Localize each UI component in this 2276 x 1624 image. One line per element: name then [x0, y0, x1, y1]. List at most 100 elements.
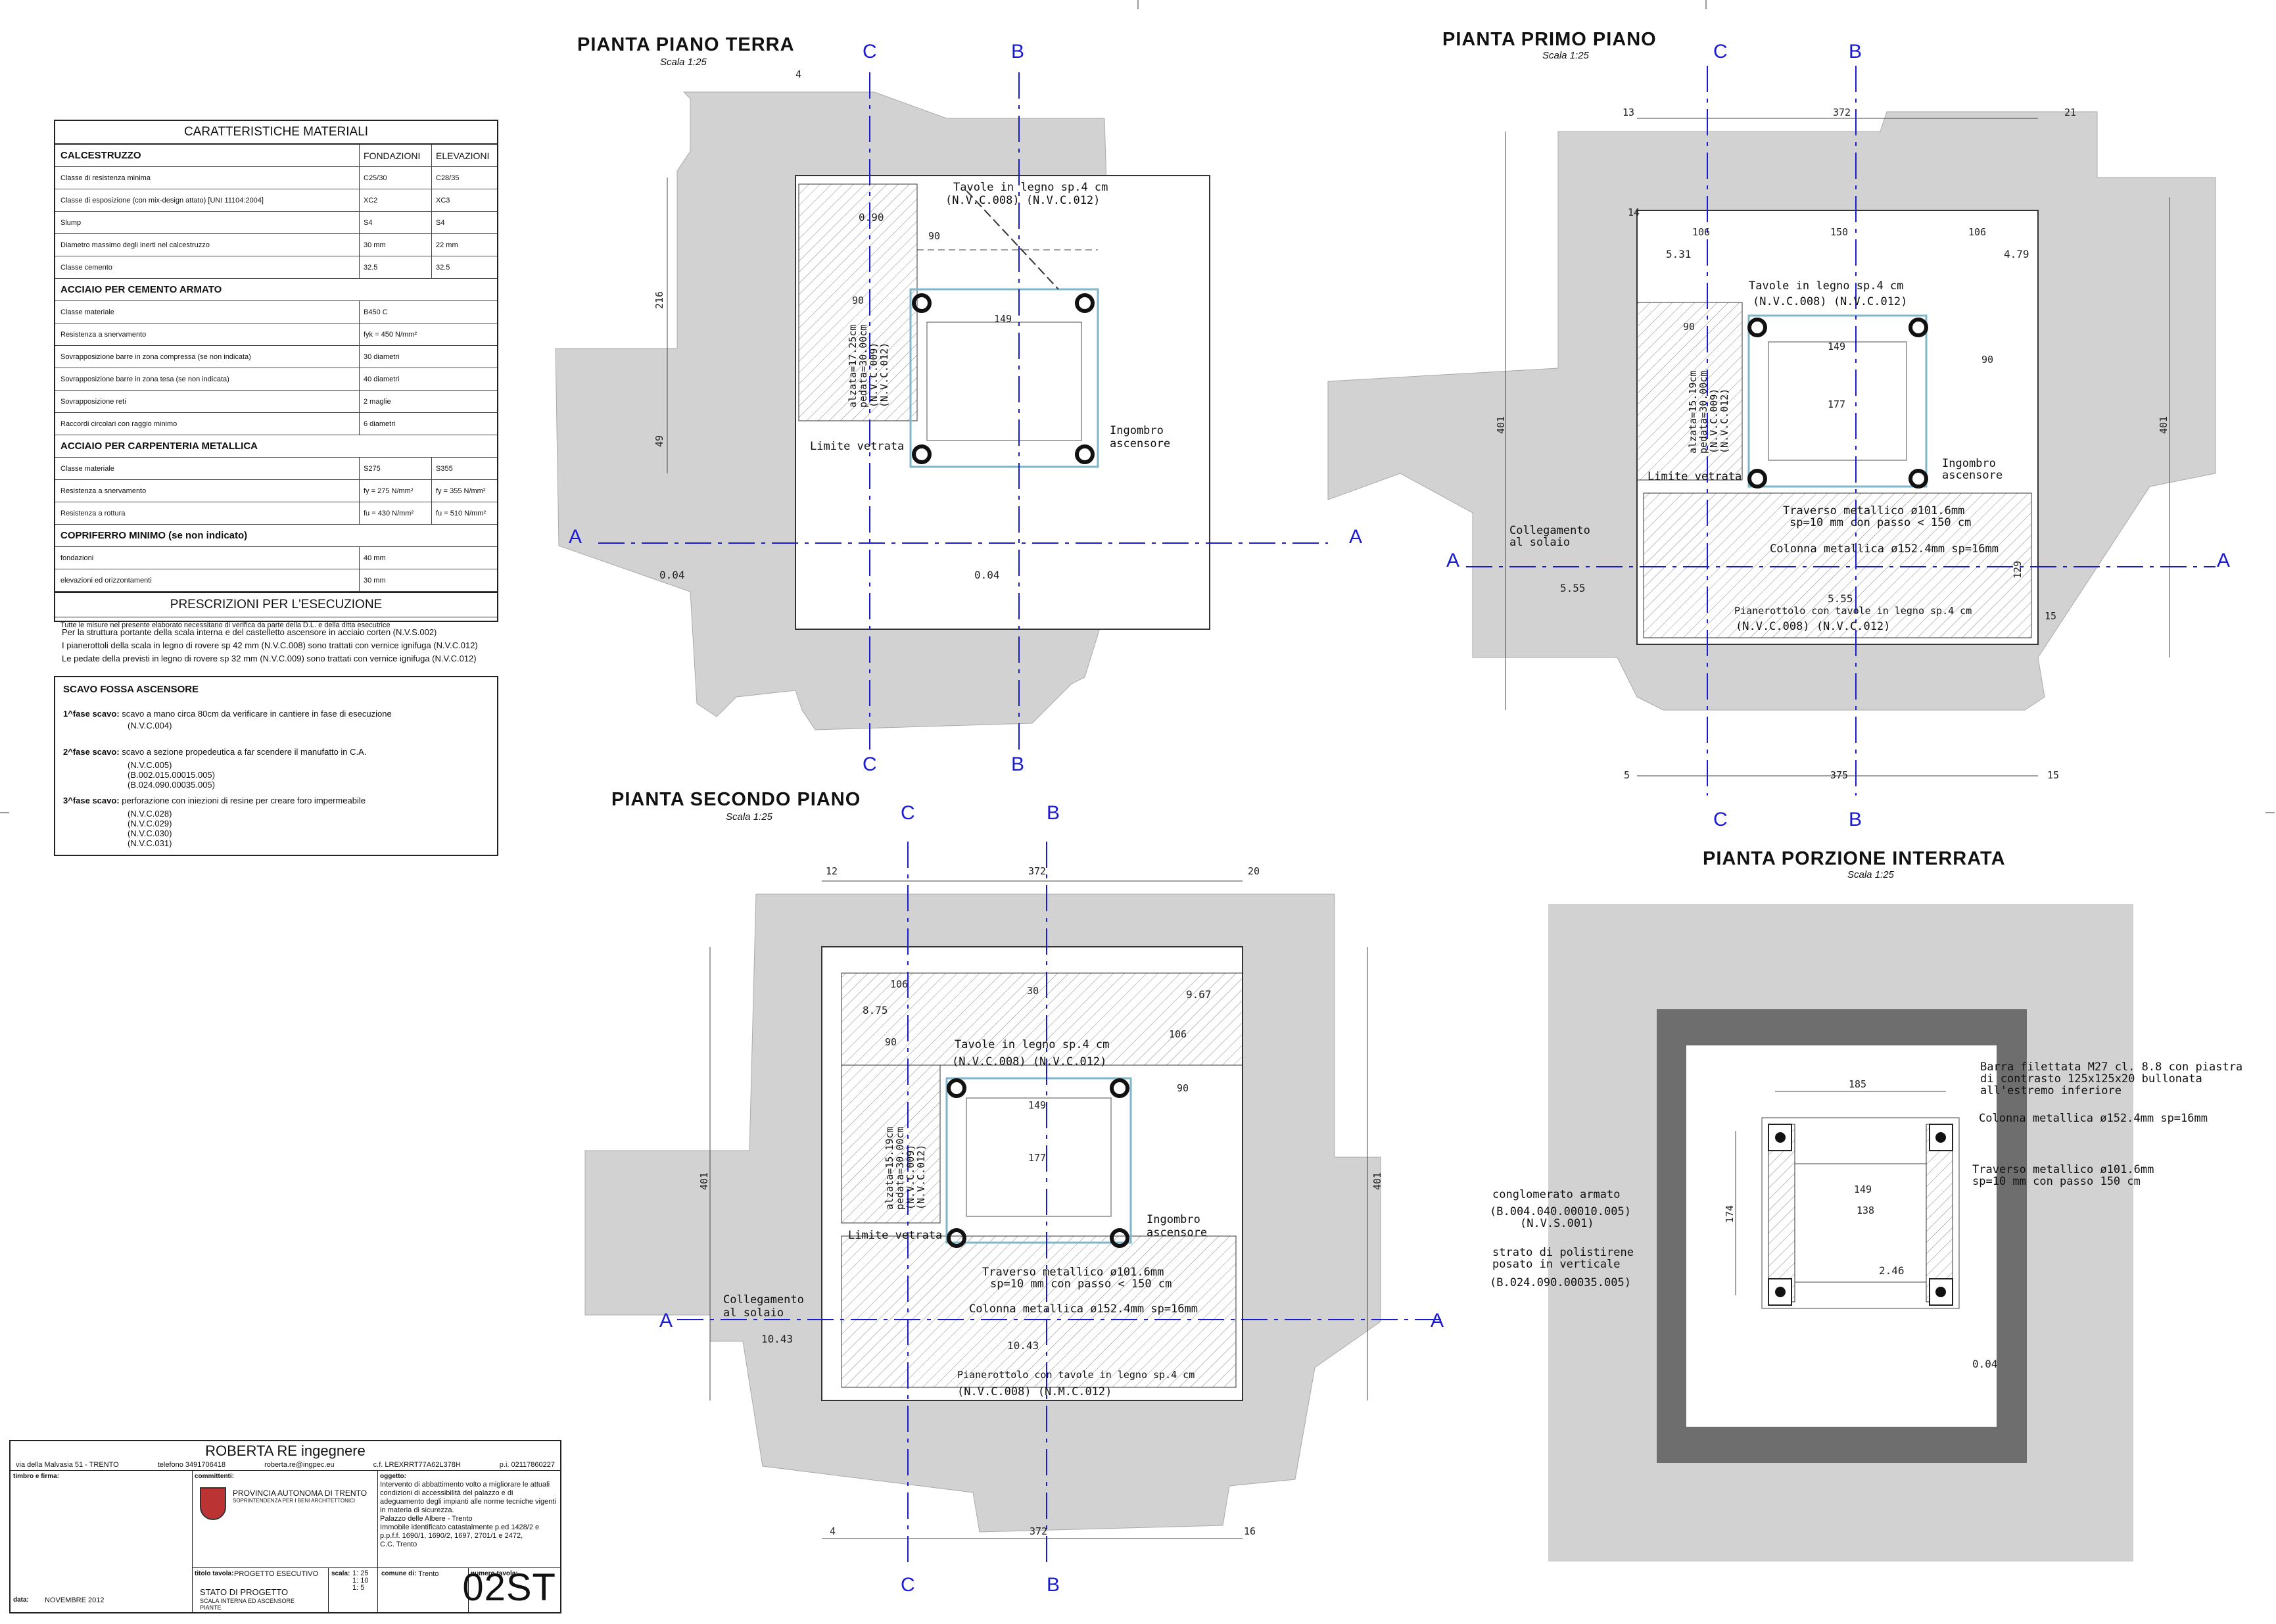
materials-cell: Raccordi circolari con raggio minimo: [60, 419, 178, 428]
prescr-row: Tutte le misure nel presente elaborato n…: [60, 621, 391, 629]
scavo-phase-3: 3^fase scavo: perforazione con iniezioni…: [63, 796, 366, 805]
stair-primo: [1636, 302, 1743, 481]
designer-contacts: via della Malvasia 51 - TRENTO telefono …: [16, 1461, 555, 1469]
materials-cell: Sovrapposizione barre in zona tesa (se n…: [60, 375, 229, 383]
project-description-line: condizioni di accessibilità del palazzo …: [380, 1489, 513, 1497]
column-icon: [947, 1228, 966, 1248]
label-ingombro-primo: Ingombro: [1942, 457, 1996, 470]
scavo-refs-3: (N.V.C.028) (N.V.C.029) (N.V.C.030) (N.V…: [128, 809, 172, 848]
dim-label: 174: [1724, 1205, 1736, 1223]
dim-label: 21: [2064, 107, 2076, 118]
dim-label: 106: [1692, 226, 1710, 238]
materials-cell: Classe materiale: [60, 464, 114, 473]
materials-title: CARATTERISTICHE MATERIALI: [55, 121, 497, 145]
dim-label: 401: [2158, 416, 2169, 434]
materials-cell: Sovrapposizione reti: [60, 397, 126, 406]
label-ingombro-terra: Ingombro: [1110, 424, 1164, 437]
label-tavole-primo: Tavole in legno sp.4 cm: [1749, 279, 1903, 293]
dim-label: 4: [795, 68, 801, 80]
section-mark-c: C: [863, 41, 877, 62]
dim-label: 372: [1030, 1525, 1047, 1537]
scavo-title: SCAVO FOSSA ASCENSORE: [63, 684, 199, 695]
plan-title-interrata: PIANTA PORZIONE INTERRATA: [1703, 848, 2006, 869]
column-icon: [1909, 318, 1928, 337]
dim-label: 16: [1244, 1525, 1256, 1537]
materials-row: Diametro massimo degli inerti nel calces…: [55, 234, 497, 256]
label-pedata-terra: pedata=30.00cm: [857, 325, 869, 408]
label-colonna-secondo: Colonna metallica ø152.4mm sp=16mm: [969, 1302, 1198, 1316]
dim-label: 90: [852, 295, 864, 306]
materials-cell: S4: [359, 212, 431, 233]
materials-row: Sovrapposizione barre in zona compressa …: [55, 346, 497, 368]
label-conglomerato: conglomerato armato: [1492, 1188, 1620, 1201]
column-icon: [912, 444, 932, 464]
column-icon: [1935, 1132, 1946, 1143]
label-barra1: Barra filettata M27 cl. 8.8 con piastra: [1980, 1061, 2242, 1074]
materials-cell: Sovrapposizione barre in zona compressa …: [60, 352, 251, 361]
materials-cell: Classe di esposizione (con mix-design at…: [60, 196, 264, 204]
column-icon: [1909, 469, 1928, 489]
label-alzata-terra: alzata=17.25cm: [847, 325, 859, 408]
materials-cell: elevazioni ed orizzontamenti: [60, 576, 152, 585]
label-solaio-secondo: al solaio: [723, 1306, 784, 1320]
label-nvc012-terra: (N.V.C.012): [878, 343, 890, 408]
plan-scale-primo: Scala 1:25: [1542, 50, 1589, 61]
materials-cell: Resistenza a rottura: [60, 509, 126, 517]
prescr-header: PRESCRIZIONI PER L'ESECUZIONE: [55, 592, 497, 617]
project-description-line: C.C. Trento: [380, 1540, 417, 1548]
level-marker: 5.55: [1828, 592, 1853, 605]
label-nvc-secondo: (N.V.C.008) (N.V.C.012): [952, 1055, 1106, 1068]
column-icon: [912, 293, 932, 313]
label-limite-terra: Limite vetrata: [810, 440, 904, 453]
label-nvc012-primo: (N.V.C.012): [1719, 389, 1730, 454]
stair-secondo-left: [841, 1064, 941, 1224]
dim-label: 138: [1857, 1205, 1874, 1216]
label-traverso2-secondo: sp=10 mm con passo < 150 cm: [990, 1278, 1172, 1291]
note-line: I pianerottoli della scala in legno di r…: [62, 640, 478, 650]
materials-cell: 40 mm: [359, 547, 497, 569]
materials-cell: S4: [431, 212, 497, 233]
column-icon: [1110, 1078, 1129, 1098]
dim-label: 15: [2045, 610, 2056, 622]
plan-interrata: [1548, 904, 2133, 1562]
label-pianerottolo-secondo: Pianerottolo con tavole in legno sp.4 cm: [957, 1369, 1195, 1381]
project-description-line: adeguamento degli impianti alle norme te…: [380, 1498, 556, 1506]
level-marker: 8.75: [863, 1004, 888, 1016]
materials-cell: C28/35: [431, 167, 497, 189]
materials-cell: Classe di resistenza minima: [60, 174, 151, 182]
level-marker: 4.79: [2004, 248, 2029, 260]
note-line: Per la struttura portante della scala in…: [62, 627, 437, 637]
materials-row: Sovrapposizione barre in zona tesa (se n…: [55, 368, 497, 391]
carp-header: ACCIAIO PER CARPENTERIA METALLICA: [55, 435, 497, 458]
dim-label: 177: [1028, 1152, 1046, 1164]
dim-label: 401: [1371, 1172, 1383, 1190]
materials-cell: fu = 430 N/mm²: [359, 502, 431, 524]
materials-cell: Slump: [60, 218, 82, 227]
materials-cell: XC3: [431, 189, 497, 211]
elevator-primo: [1747, 314, 1928, 488]
materials-cell: Resistenza a snervamento: [60, 330, 147, 339]
dim-label: 372: [1833, 107, 1851, 118]
plan-title-terra: PIANTA PIANO TERRA: [577, 34, 795, 55]
materials-cell: S275: [359, 458, 431, 479]
plan-scale-interrata: Scala 1:25: [1847, 869, 1894, 880]
dim-label: 149: [1028, 1099, 1046, 1111]
materials-cell: fy = 275 N/mm²: [359, 480, 431, 502]
plan-title-secondo: PIANTA SECONDO PIANO: [611, 789, 861, 810]
landing-primo: [1643, 492, 2032, 638]
title-block: ROBERTA RE ingegnere via della Malvasia …: [9, 1440, 561, 1613]
dim-label: 49: [653, 435, 665, 447]
section-mark-c: C: [1713, 809, 1728, 830]
label-ascensore-primo: ascensore: [1942, 469, 2003, 482]
plan-primo: [1327, 66, 2216, 796]
project-description-line: Immobile identificato catastalmente p.ed…: [380, 1523, 540, 1531]
level-marker: 0.04: [659, 569, 685, 581]
stair-terra: [798, 183, 918, 421]
plan-scale-secondo: Scala 1:25: [726, 811, 772, 823]
column-icon: [1110, 1228, 1129, 1248]
